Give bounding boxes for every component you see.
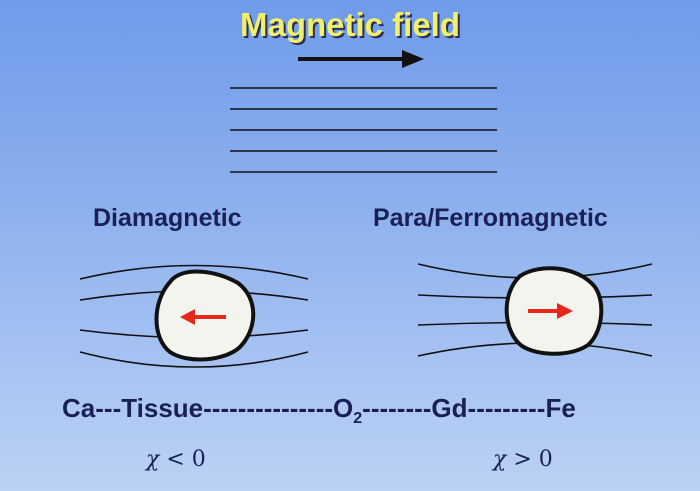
magnetic-field-title: Magnetic field	[239, 6, 461, 43]
scale-o2: O2	[333, 393, 363, 427]
chi-positive-label: χ > 0	[493, 447, 553, 472]
induced-moment-left-arrow	[180, 309, 226, 325]
chi-negative-label: χ < 0	[146, 447, 206, 472]
paramagnetic-label: Para/Ferromagnetic	[373, 204, 608, 232]
scale-tissue: Tissue	[121, 393, 204, 423]
diamagnetic-label: Diamagnetic	[93, 204, 242, 232]
chi-symbol-right: χ	[493, 447, 507, 472]
susceptibility-scale: Ca---Tissue---------------O2--------Gd--…	[62, 393, 576, 427]
field-direction-arrow	[298, 50, 424, 68]
chi-symbol-left: χ	[146, 447, 160, 472]
scale-fe: Fe	[545, 393, 576, 423]
scale-gd: Gd	[431, 393, 468, 423]
induced-moment-right-arrow	[528, 303, 573, 319]
scale-ca: Ca	[62, 393, 96, 423]
uniform-field-lines	[230, 87, 497, 173]
